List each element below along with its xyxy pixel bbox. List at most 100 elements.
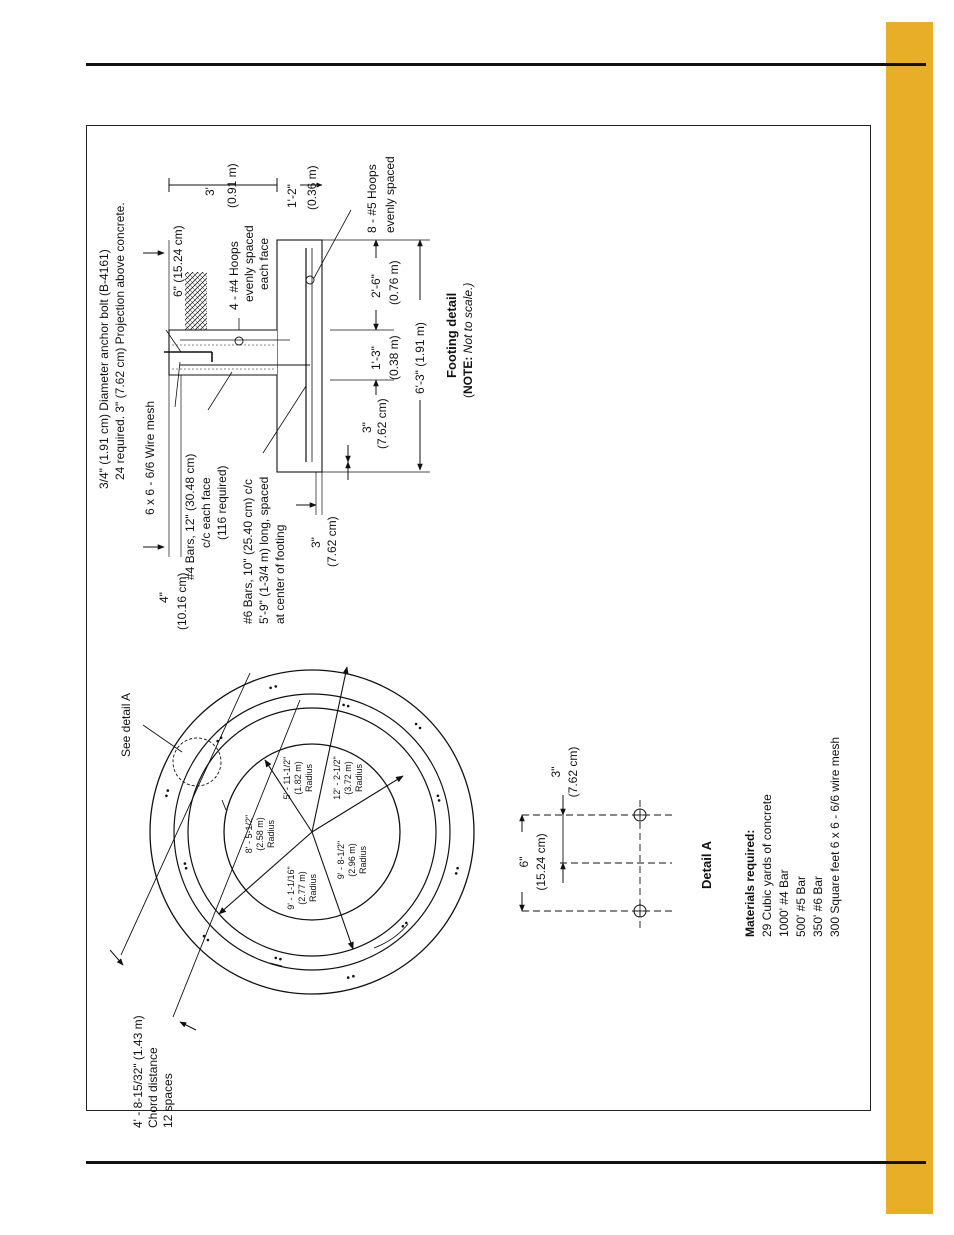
anchor-bolt-label-2: 24 required. 3" (7.62 cm) Projection abo…	[113, 202, 127, 480]
chord-label-3: 12 spaces	[161, 1073, 175, 1128]
dim-3ft-metric: (0.91 m)	[225, 163, 239, 208]
anchor-bolt-dot	[166, 789, 170, 792]
radius-label-1a: 8' - 5-1/2"	[244, 815, 254, 853]
radius-label-5b: (3.72 m)	[343, 761, 353, 795]
materials-item-1: 29 Cubic yards of concrete	[760, 794, 774, 937]
dim-1ft3in-label: 1'-3"	[369, 346, 383, 370]
bars6-label-3: at center of footing	[273, 525, 287, 624]
middle-ring	[173, 693, 451, 971]
anchor-bolt-label-1: 3/4" (1.91 cm) Diameter anchor bolt (B-4…	[97, 249, 111, 489]
hoops5-label-1: 8 - #5 Hoops	[365, 164, 379, 233]
wire-mesh-label: 6 x 6 - 6/6 Wire mesh	[143, 401, 157, 515]
materials-item-2: 1000' #4 Bar	[777, 869, 791, 937]
top-rule	[86, 63, 926, 66]
materials-item-5: 300 Square feet 6 x 6 - 6/6 wire mesh	[828, 737, 842, 937]
radius-labels: 8' - 5-1/2" (2.58 m) Radius 5' - 11-1/2"…	[244, 756, 368, 909]
dim-3in-right-label: 3"	[360, 422, 374, 433]
radius-label-3c: Radius	[308, 873, 318, 902]
anchor-bolt-dot	[437, 799, 441, 802]
dim-4in-metric: (10.16 cm)	[175, 573, 189, 630]
dim-4in-label: 4"	[157, 592, 171, 603]
anchor-bolt-dot	[183, 862, 187, 865]
materials-item-4: 350' #6 Bar	[811, 876, 825, 937]
anchor-bolt-dot	[279, 957, 282, 961]
anchor-bolt-dot	[342, 703, 345, 707]
radius-label-4c: Radius	[358, 845, 368, 874]
dim-6ft3in-label: 6'-3" (1.91 m)	[413, 322, 427, 394]
anchor-bolt-dot	[184, 866, 188, 870]
anchor-bolt-dot	[274, 956, 278, 960]
bars4-label-3: (116 required)	[215, 466, 229, 540]
footing-section	[143, 178, 430, 557]
dim-1ft2in-metric: (0.36 m)	[305, 165, 319, 210]
detail-a-6in-label: 6"	[517, 857, 531, 868]
bars4-label-1: #4 Bars, 12" (30.48 cm)	[183, 454, 197, 580]
anchor-bolt-dot	[436, 794, 440, 798]
foundation-plan	[109, 666, 475, 1031]
hoops4-label-2: evenly spaced	[242, 225, 256, 302]
anchor-bolt-dot	[454, 872, 458, 875]
plan-labels: See detail A 4' - 8-15/32" (1.43 m) Chor…	[119, 693, 175, 1128]
radius-label-1c: Radius	[266, 819, 276, 848]
anchor-bolt-dots	[165, 685, 459, 979]
anchor-bolt-dot	[418, 726, 422, 730]
radius-label-5c: Radius	[354, 763, 364, 792]
anchor-bolt-dot	[456, 866, 459, 870]
materials-list: Materials required: 29 Cubic yards of co…	[743, 737, 842, 937]
footing-labels: 3/4" (1.91 cm) Diameter anchor bolt (B-4…	[97, 156, 475, 630]
outer-ring	[149, 669, 475, 995]
dim-1ft3in-metric: (0.38 m)	[387, 335, 401, 380]
bars4-label-2: c/c each face	[199, 477, 213, 548]
bottom-rule	[86, 1161, 926, 1164]
detail-a-6in-metric: (15.24 cm)	[534, 833, 548, 890]
detail-a-3in-metric: (7.62 cm)	[566, 747, 580, 798]
dim-3in-right-metric: (7.62 cm)	[375, 398, 389, 449]
radius-label-4b: (2.96 m)	[347, 843, 357, 877]
materials-title: Materials required:	[743, 830, 757, 937]
dim-2ft6in-metric: (0.76 m)	[387, 260, 401, 305]
detail-a-title: Detail A	[699, 840, 714, 889]
anchor-bolt-dot	[401, 925, 405, 928]
hoops5-label-2: evenly spaced	[383, 156, 397, 233]
radius-label-3a: 9' - 1-1/16"	[286, 866, 296, 909]
chord-label-2: Chord distance	[146, 1047, 160, 1128]
anchor-bolt-dot	[216, 739, 219, 743]
chord-label-1: 4' - 8-15/32" (1.43 m)	[131, 1015, 145, 1128]
anchor-bolt-dot	[219, 736, 223, 739]
detail-a-labels: 6" (15.24 cm) 3" (7.62 cm) Detail A	[517, 747, 714, 891]
radius-label-3b: (2.77 m)	[297, 871, 307, 905]
footing-detail-title: Footing detail	[444, 293, 459, 378]
detail-a-drawing	[519, 795, 672, 930]
anchor-bolt-dot	[269, 686, 272, 690]
yellow-edge-tab	[886, 22, 933, 1214]
dim-2ft6in-label: 2'-6"	[369, 274, 383, 298]
detail-a-3in-label: 3"	[549, 767, 563, 778]
anchor-bolt-dot	[352, 974, 355, 978]
dim-3in-left-metric: (7.62 cm)	[325, 516, 339, 567]
anchor-bolt-dot	[165, 794, 168, 798]
detail-a-callout-circle	[172, 737, 222, 787]
bars6-label-1: #6 Bars, 10" (25.40 cm) c/c	[241, 479, 255, 624]
hoops4-label-1: 4 - #4 Hoops	[227, 241, 241, 310]
anchor-bolt-dot	[206, 938, 210, 942]
see-detail-a-label: See detail A	[119, 693, 133, 757]
radius-label-2b: (1.82 m)	[293, 761, 303, 795]
bin-wall-ring	[187, 707, 437, 957]
drawing-frame	[86, 125, 871, 1111]
radius-label-2c: Radius	[304, 763, 314, 792]
inner-ring	[223, 743, 401, 921]
anchor-bolt-dot	[405, 921, 408, 925]
anchor-bolt-dot	[346, 976, 350, 979]
radius-label-1b: (2.58 m)	[255, 817, 265, 851]
footing-note: (NOTE: Not to scale.)	[461, 283, 475, 398]
dim-3ft-label: 3'	[203, 187, 217, 196]
hoops4-label-3: each face	[257, 238, 271, 290]
bars6-label-2: 5'-9" (1-3/4 m) long, spaced	[257, 477, 271, 624]
anchor-bolt-dot	[202, 934, 206, 938]
radius-label-2a: 5' - 11-1/2"	[282, 757, 292, 800]
anchor-bolt-dot	[414, 722, 418, 726]
radius-label-5a: 12' - 2-1/2"	[332, 756, 342, 799]
anchor-bolt-dot	[274, 685, 278, 688]
materials-item-3: 500' #5 Bar	[794, 876, 808, 937]
